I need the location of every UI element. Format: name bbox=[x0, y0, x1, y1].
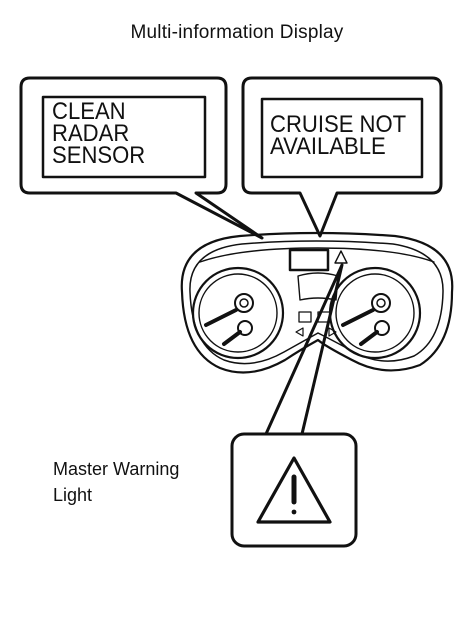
left-message-callout bbox=[19, 76, 264, 240]
warning-triangle-icon-small bbox=[334, 250, 348, 264]
warning-leader-line bbox=[264, 263, 344, 436]
warning-triangle-icon bbox=[256, 456, 332, 524]
center-display bbox=[288, 248, 339, 337]
left-gauge bbox=[191, 266, 285, 360]
diagram-title: Multi-information Display bbox=[130, 22, 344, 43]
right-gauge bbox=[328, 266, 422, 360]
right-message-callout bbox=[241, 76, 443, 238]
cruise-not-available-message: CRUISE NOT AVAILABLE bbox=[270, 111, 407, 160]
master-warning-light-label: Master Warning Light bbox=[53, 459, 180, 505]
master-warning-callout bbox=[230, 432, 358, 548]
clean-radar-sensor-message: CLEAN RADAR SENSOR bbox=[52, 98, 146, 169]
cluster-housing bbox=[180, 231, 454, 374]
